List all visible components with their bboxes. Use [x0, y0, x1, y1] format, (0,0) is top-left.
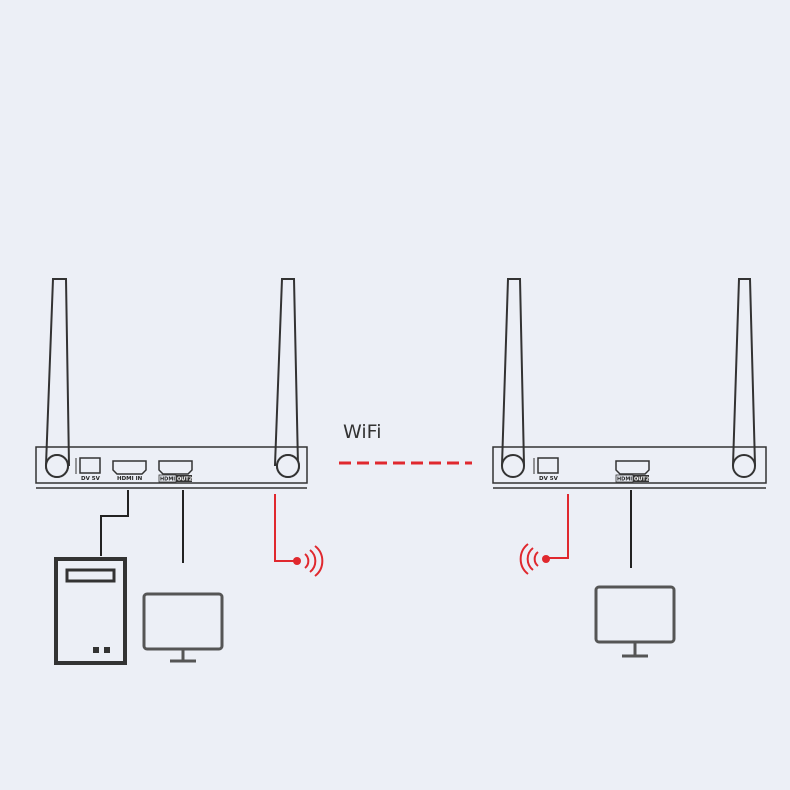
- computer-tower-icon: [54, 557, 127, 665]
- transmitter-hdmi-out-label-b: OUT2: [177, 477, 193, 483]
- transmitter-hdmi-in-label: HDMI IN: [117, 476, 143, 482]
- transmitter-hdmi-out-port: HDMI OUT2: [158, 460, 193, 483]
- local-monitor-icon: [142, 592, 224, 663]
- receiver-signal-icon: [519, 494, 569, 575]
- computer-cable: [100, 490, 129, 556]
- receiver-antenna-left: [500, 278, 526, 466]
- transmitter-body: [35, 446, 308, 484]
- receiver-hdmi-out-label-b: OUT2: [634, 477, 650, 483]
- receiver-power-label: DV 5V: [539, 476, 559, 482]
- receiver-antenna-right: [731, 278, 757, 466]
- transmitter-signal-icon: [274, 494, 324, 577]
- transmitter-hdmi-in-port: HDMI IN: [112, 460, 147, 482]
- transmitter-hdmi-out-label-a: HDMI: [160, 477, 175, 483]
- transmitter-power-label: DV 5V: [81, 476, 101, 482]
- receiver-hdmi-out-label-a: HDMI: [617, 477, 632, 483]
- receiver-power-port: DV 5V: [533, 457, 559, 482]
- receiver-hdmi-out-port: HDMI OUT2: [615, 460, 650, 483]
- transmitter-power-port: DV 5V: [75, 457, 101, 482]
- receiver-body: [492, 446, 767, 484]
- receiver-unit: DV 5V HDMI OUT2: [492, 278, 767, 489]
- wifi-label: WiFi: [343, 421, 381, 443]
- transmitter-unit: DV 5V HDMI IN HDMI OUT2: [35, 278, 308, 489]
- remote-monitor-icon: [594, 585, 676, 658]
